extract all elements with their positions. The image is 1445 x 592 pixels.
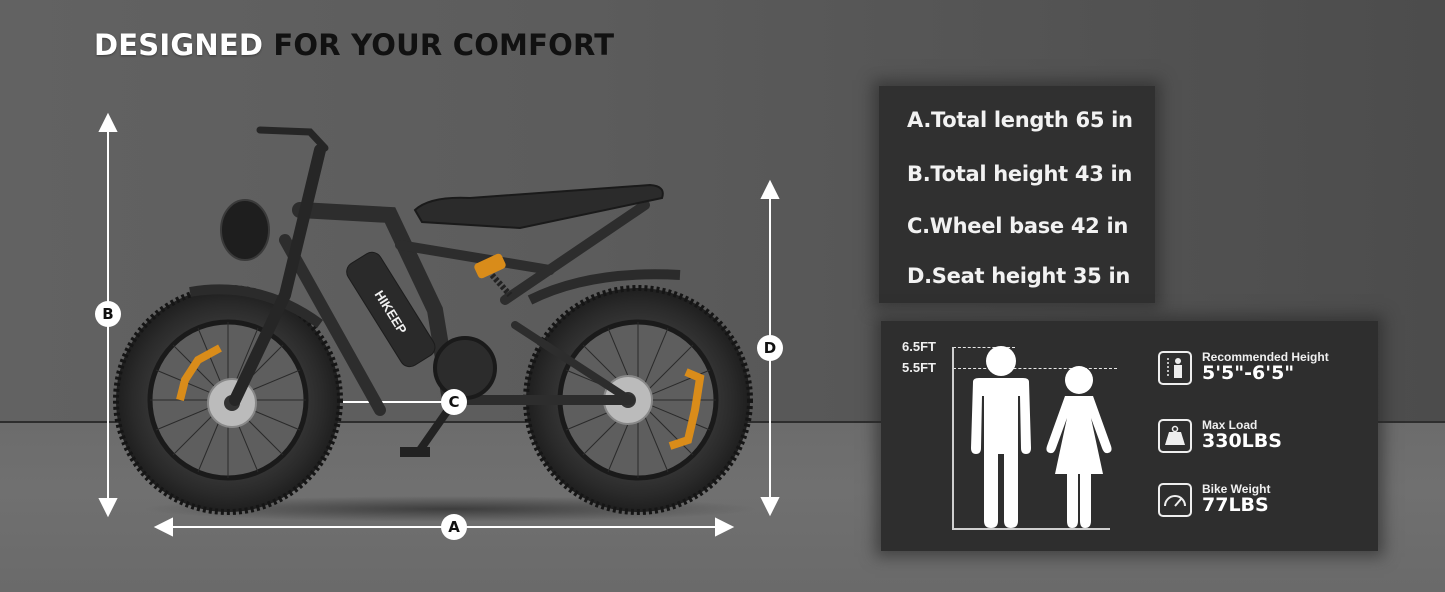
title-rest: FOR YOUR COMFORT — [273, 28, 615, 62]
marker-c: C — [441, 389, 467, 415]
dimension-total-height: B.Total height 43 in — [907, 162, 1133, 186]
man-figure-icon — [971, 346, 1031, 528]
marker-b: B — [95, 301, 121, 327]
gauge-icon — [1158, 483, 1192, 517]
spec-value: 77LBS — [1202, 494, 1269, 516]
spec-label: Max Load — [1202, 418, 1258, 432]
woman-figure-icon — [1046, 366, 1112, 528]
ebike-illustration: HIKEEP — [113, 126, 753, 515]
dimension-seat-height: D.Seat height 35 in — [907, 264, 1131, 288]
marker-a: A — [441, 514, 467, 540]
title-highlight: DESIGNED — [94, 28, 264, 62]
specs-panel: 6.5FT 5.5FT Recommended Height 5'5"-6'5" — [881, 321, 1378, 551]
weight-icon — [1158, 419, 1192, 453]
page-title: DESIGNED FOR YOUR COMFORT — [94, 28, 614, 62]
dimension-wheel-base: C.Wheel base 42 in — [907, 214, 1129, 238]
height-baseline — [952, 528, 1110, 530]
dimensions-panel: A.Total length 65 in B.Total height 43 i… — [879, 86, 1155, 303]
height-ruler-icon — [1158, 351, 1192, 385]
spec-label: Bike Weight — [1202, 482, 1271, 496]
height-line-upper — [953, 347, 1015, 348]
battery: HIKEEP — [346, 251, 436, 368]
height-label-upper: 6.5FT — [902, 339, 936, 354]
height-label-lower: 5.5FT — [902, 360, 936, 375]
height-line-lower — [953, 368, 1117, 369]
spec-label: Recommended Height — [1202, 350, 1329, 364]
spec-value: 5'5"-6'5" — [1202, 362, 1295, 384]
spec-value: 330LBS — [1202, 430, 1282, 452]
front-wheel — [113, 285, 343, 515]
rear-wheel — [523, 285, 753, 515]
dimension-total-length: A.Total length 65 in — [907, 108, 1133, 132]
marker-d: D — [757, 335, 783, 361]
height-ruler — [952, 347, 954, 529]
